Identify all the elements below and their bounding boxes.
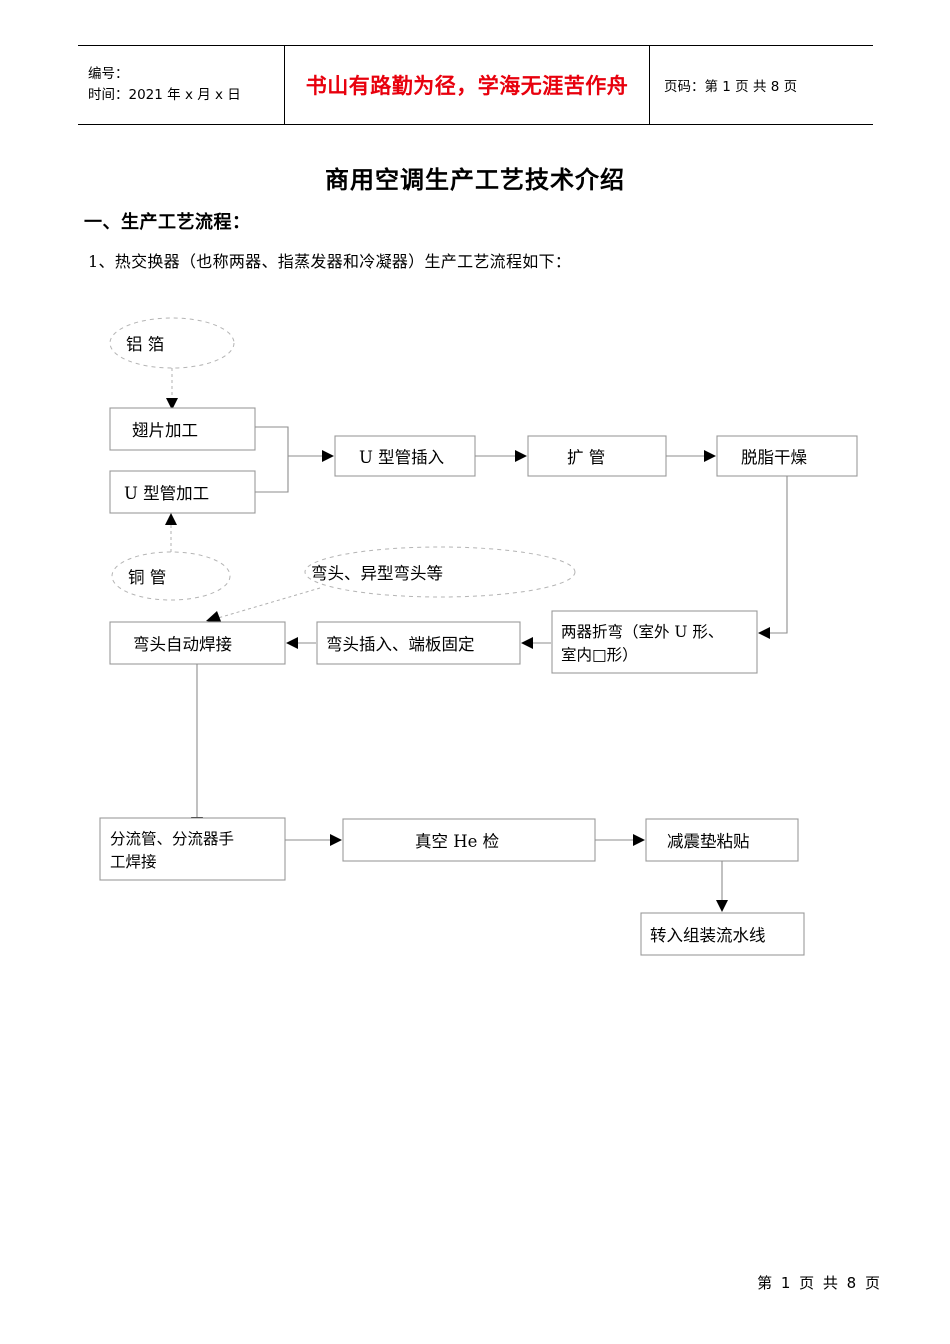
arrowhead-degrease-to-bend (758, 627, 770, 639)
footer-page-text: 第 1 页 共 8 页 (757, 1274, 882, 1292)
label-elbow-auto-weld: 弯头自动焊接 (133, 635, 232, 654)
header-date: 时间：2021 年 x 月 x 日 (88, 87, 241, 103)
header-cell-motto: 书山有路勤为径，学海无涯苦作舟 (285, 46, 650, 124)
node-elbow-auto-weld[interactable] (109, 621, 286, 665)
header-motto-text: 书山有路勤为径，学海无涯苦作舟 (305, 74, 629, 98)
node-tube-expansion[interactable] (527, 435, 667, 477)
label-copper-tube: 铜 管 (128, 568, 166, 587)
node-u-tube-processing[interactable] (109, 470, 256, 514)
header-page-number: 页码：第 1 页 共 8 页 (664, 79, 798, 95)
node-elbow-insert-fix[interactable] (316, 621, 521, 665)
connector-fin-to-merge (255, 426, 289, 456)
document-header-table: 编号： 时间：2021 年 x 月 x 日 书山有路勤为径，学海无涯苦作舟 页码… (78, 45, 873, 125)
arrowhead-manifold-to-vacuum (330, 834, 342, 846)
ellipse-elbow-types (304, 546, 576, 598)
connector-degrease-to-bend (770, 476, 788, 634)
section-heading-1: 一、生产工艺流程： (84, 212, 251, 233)
arrowhead-damper-to-assembly (716, 900, 728, 912)
page-title: 商用空调生产工艺技术介绍 (325, 165, 625, 194)
label-transfer-to-assembly-line: 转入组装流水线 (650, 926, 766, 945)
node-u-tube-insert[interactable] (334, 435, 476, 477)
connector-utube-to-merge (255, 456, 289, 493)
arrowhead-expansion-to-degrease (704, 450, 716, 462)
label-elbow-insert-fix: 弯头插入、端板固定 (326, 635, 475, 654)
node-damper-pad-attach[interactable] (645, 818, 799, 862)
label-manifold-manual-weld-line1: 分流管、分流器手 (110, 830, 234, 848)
label-heat-exchanger-bending-line1: 两器折弯（室外 U 形、 (561, 623, 723, 641)
arrowhead-foil-to-fin (166, 398, 178, 410)
node-manifold-manual-weld[interactable] (99, 817, 286, 881)
paragraph-1: 1、热交换器（也称两器、指蒸发器和冷凝器）生产工艺流程如下： (88, 252, 572, 271)
ellipse-aluminum-foil (109, 317, 235, 369)
arrowhead-insertfix-to-weld (286, 637, 298, 649)
header-cell-pagination: 页码：第 1 页 共 8 页 (650, 46, 873, 124)
process-flow-diagram: 铝 箔 翅片加工 U 型管加工 U 型管插入 扩 管 脱脂干燥 铜 管 弯头、异… (0, 300, 950, 1000)
label-heat-exchanger-bending-line2: 室内□形） (561, 646, 638, 664)
arrowhead-vacuum-to-damper (633, 834, 645, 846)
arrowhead-copper-to-utube (165, 513, 177, 525)
node-fin-processing[interactable] (109, 407, 256, 451)
node-degrease-dry[interactable] (716, 435, 858, 477)
label-manifold-manual-weld-line2: 工焊接 (110, 853, 157, 871)
node-transfer-to-assembly-line[interactable] (640, 912, 805, 956)
label-u-tube-insert: U 型管插入 (359, 448, 444, 467)
arrowhead-elbowtypes-to-weld (206, 611, 222, 624)
header-serial-number: 编号： (88, 66, 129, 83)
arrowhead-merge-to-insert (322, 450, 334, 462)
label-damper-pad-attach: 减震垫粘贴 (667, 832, 750, 851)
label-tube-expansion: 扩 管 (567, 448, 605, 467)
label-u-tube-processing: U 型管加工 (124, 484, 209, 503)
label-elbow-types: 弯头、异型弯头等 (311, 564, 443, 583)
arrowhead-insert-to-expansion (515, 450, 527, 462)
page-footer: 第 1 页 共 8 页 (0, 1272, 882, 1293)
label-fin-processing: 翅片加工 (132, 421, 198, 440)
header-cell-meta: 编号： 时间：2021 年 x 月 x 日 (78, 46, 285, 124)
label-aluminum-foil: 铝 箔 (126, 335, 164, 354)
arrowhead-bend-to-insertfix (521, 637, 533, 649)
node-heat-exchanger-bending[interactable] (551, 610, 758, 674)
label-vacuum-he-test: 真空 He 检 (415, 832, 499, 851)
node-vacuum-he-test[interactable] (342, 818, 596, 862)
connector-elbowtypes-to-weld (217, 587, 321, 619)
label-degrease-dry: 脱脂干燥 (741, 448, 808, 467)
